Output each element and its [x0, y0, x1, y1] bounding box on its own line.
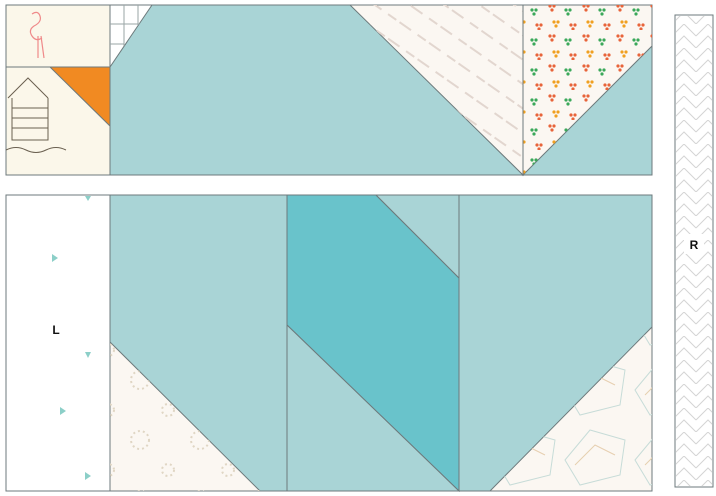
- left-panel: L: [6, 195, 110, 491]
- right-strip-label: R: [690, 238, 699, 252]
- right-strip: R: [675, 15, 713, 487]
- left-panel-label: L: [52, 323, 59, 337]
- flamingo-block: [6, 5, 110, 67]
